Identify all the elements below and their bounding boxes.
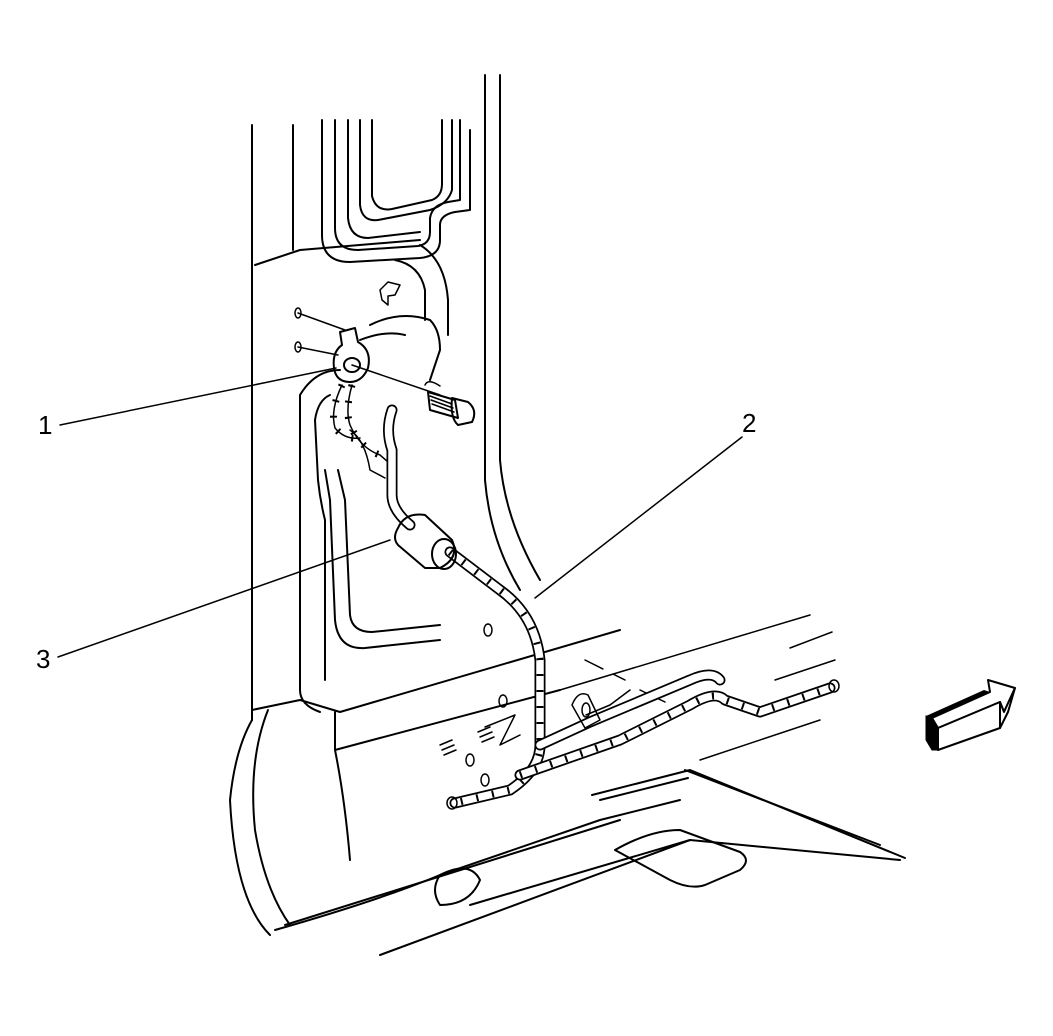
callout-leaders: [57, 367, 743, 658]
forward-arrow-icon: [925, 679, 1016, 751]
leader-2: [534, 436, 743, 599]
harness-bracket: [332, 327, 476, 426]
callout-1-label: 1: [38, 410, 52, 440]
callout-2-label: 2: [742, 408, 756, 438]
body-pillar: [229, 74, 621, 936]
floor-panel: [274, 614, 906, 956]
harness-grommet: [394, 513, 457, 570]
leader-3: [57, 539, 391, 658]
wiring-harness: [330, 383, 840, 810]
leader-1: [59, 367, 337, 426]
callout-3-label: 3: [36, 644, 50, 674]
